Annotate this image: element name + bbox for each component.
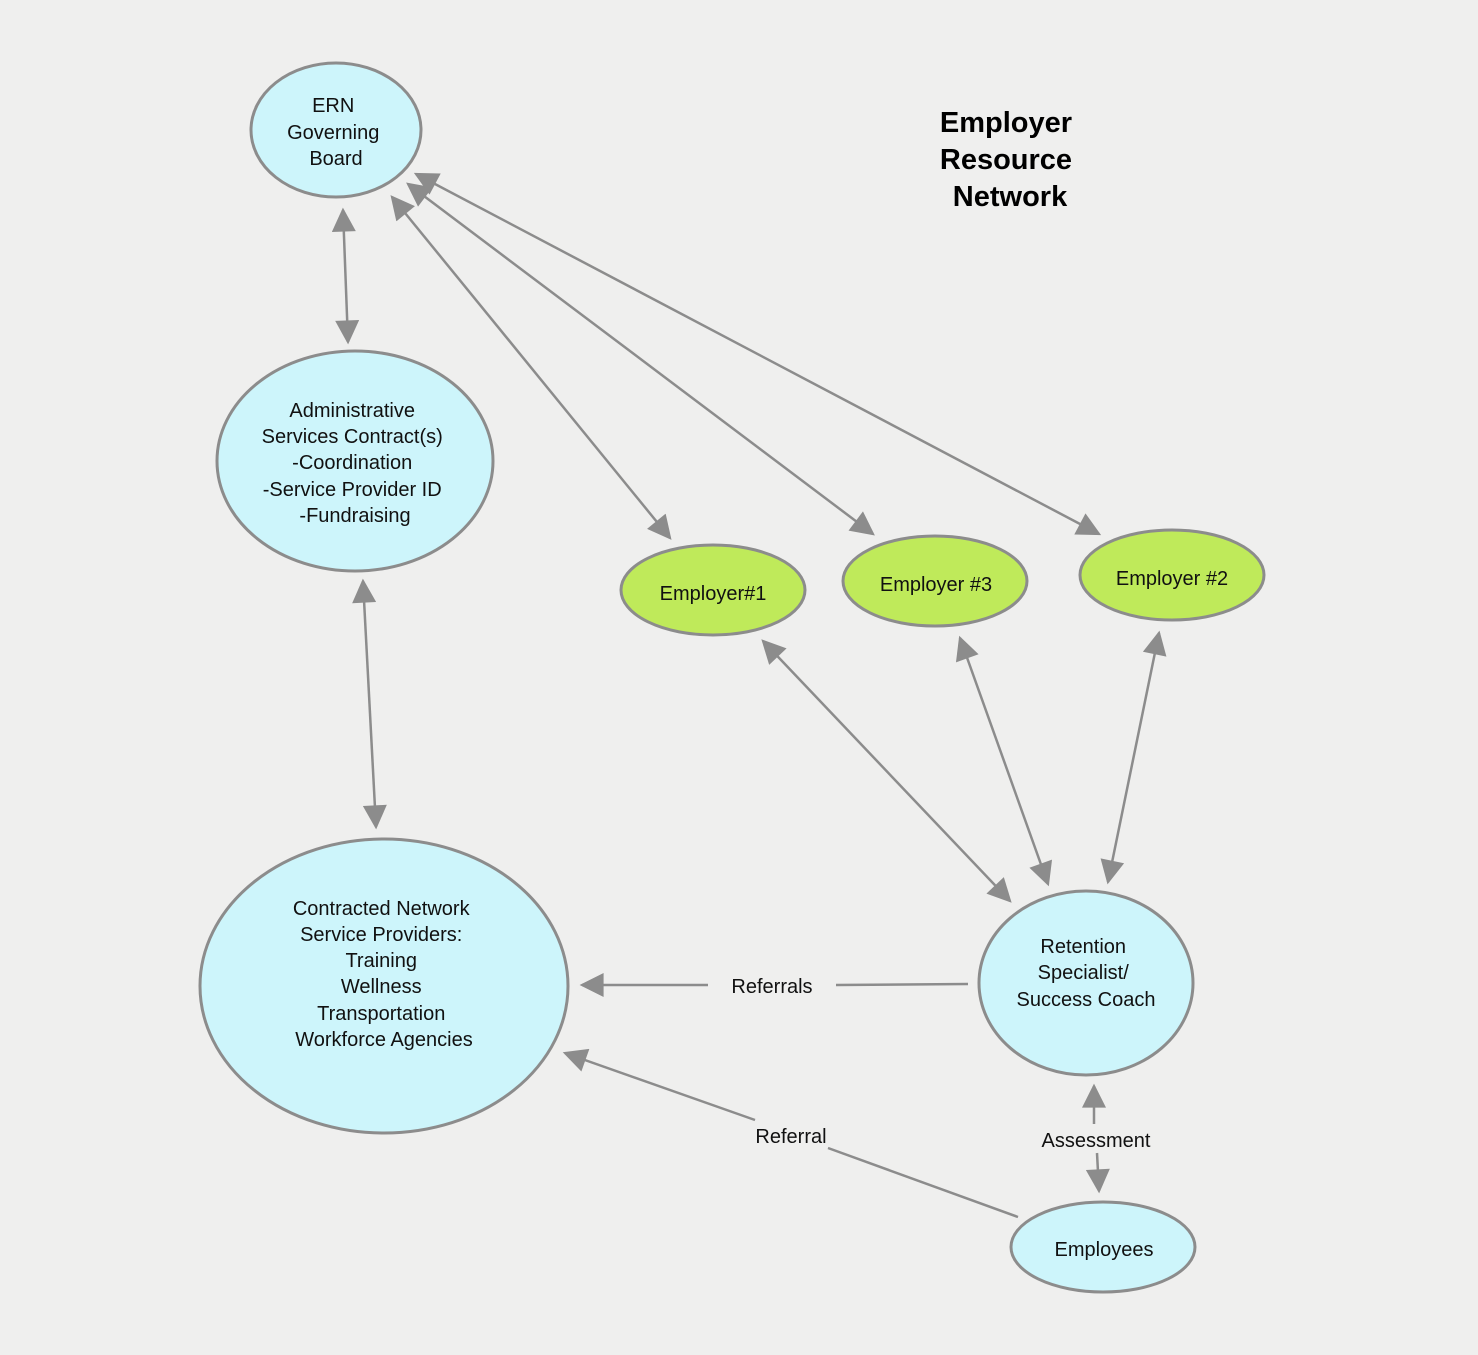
node-ern-board: ERN Governing Board xyxy=(249,61,423,199)
title-line-2: Resource xyxy=(940,144,1072,176)
edge-employer-3-retention xyxy=(955,635,1053,887)
diagram-title: Employer Resource Network xyxy=(940,107,1080,213)
service-providers-label: Contracted Network Service Providers: Tr… xyxy=(293,898,475,1051)
edge-board-employer-2 xyxy=(413,172,1102,536)
edge-referral-tail xyxy=(827,1146,1019,1219)
admin-services-label: Administrative Services Contract(s) -Coo… xyxy=(262,400,449,527)
edge-board-admin xyxy=(331,207,360,345)
edge-referrals-tail xyxy=(835,982,969,987)
retention-coach-label: Retention Specialist/ Success Coach xyxy=(1017,936,1156,1011)
employer-3-label: Employer #3 xyxy=(880,574,992,596)
ern-board-label: ERN Governing Board xyxy=(287,95,385,170)
node-service-providers: Contracted Network Service Providers: Tr… xyxy=(198,837,570,1135)
node-employees: Employees xyxy=(1009,1200,1197,1294)
referrals-label: Referrals xyxy=(731,976,812,998)
node-employer-3: Employer #3 xyxy=(841,534,1029,628)
node-retention-coach: Retention Specialist/ Success Coach xyxy=(977,889,1195,1077)
referral-label: Referral xyxy=(755,1126,826,1148)
edge-assessment-bottom xyxy=(1085,1152,1110,1194)
employer-2-label: Employer #2 xyxy=(1116,568,1228,590)
edges xyxy=(331,172,1167,1219)
node-employer-2: Employer #2 xyxy=(1078,528,1266,622)
node-employer-1: Employer#1 xyxy=(619,543,807,637)
title-line-3: Network xyxy=(953,181,1068,213)
edge-employer-2-retention xyxy=(1100,630,1167,885)
title-line-1: Employer xyxy=(940,107,1072,139)
employees-label: Employees xyxy=(1055,1239,1154,1261)
edge-employer-1-retention xyxy=(761,639,1012,903)
node-admin-services: Administrative Services Contract(s) -Coo… xyxy=(215,349,495,573)
edge-admin-service-providers xyxy=(352,578,387,830)
edge-labels: Referrals Referral Assessment xyxy=(731,976,1150,1152)
employer-1-label: Employer#1 xyxy=(660,583,767,605)
edge-referral-head xyxy=(562,1048,756,1122)
assessment-label: Assessment xyxy=(1042,1130,1151,1152)
